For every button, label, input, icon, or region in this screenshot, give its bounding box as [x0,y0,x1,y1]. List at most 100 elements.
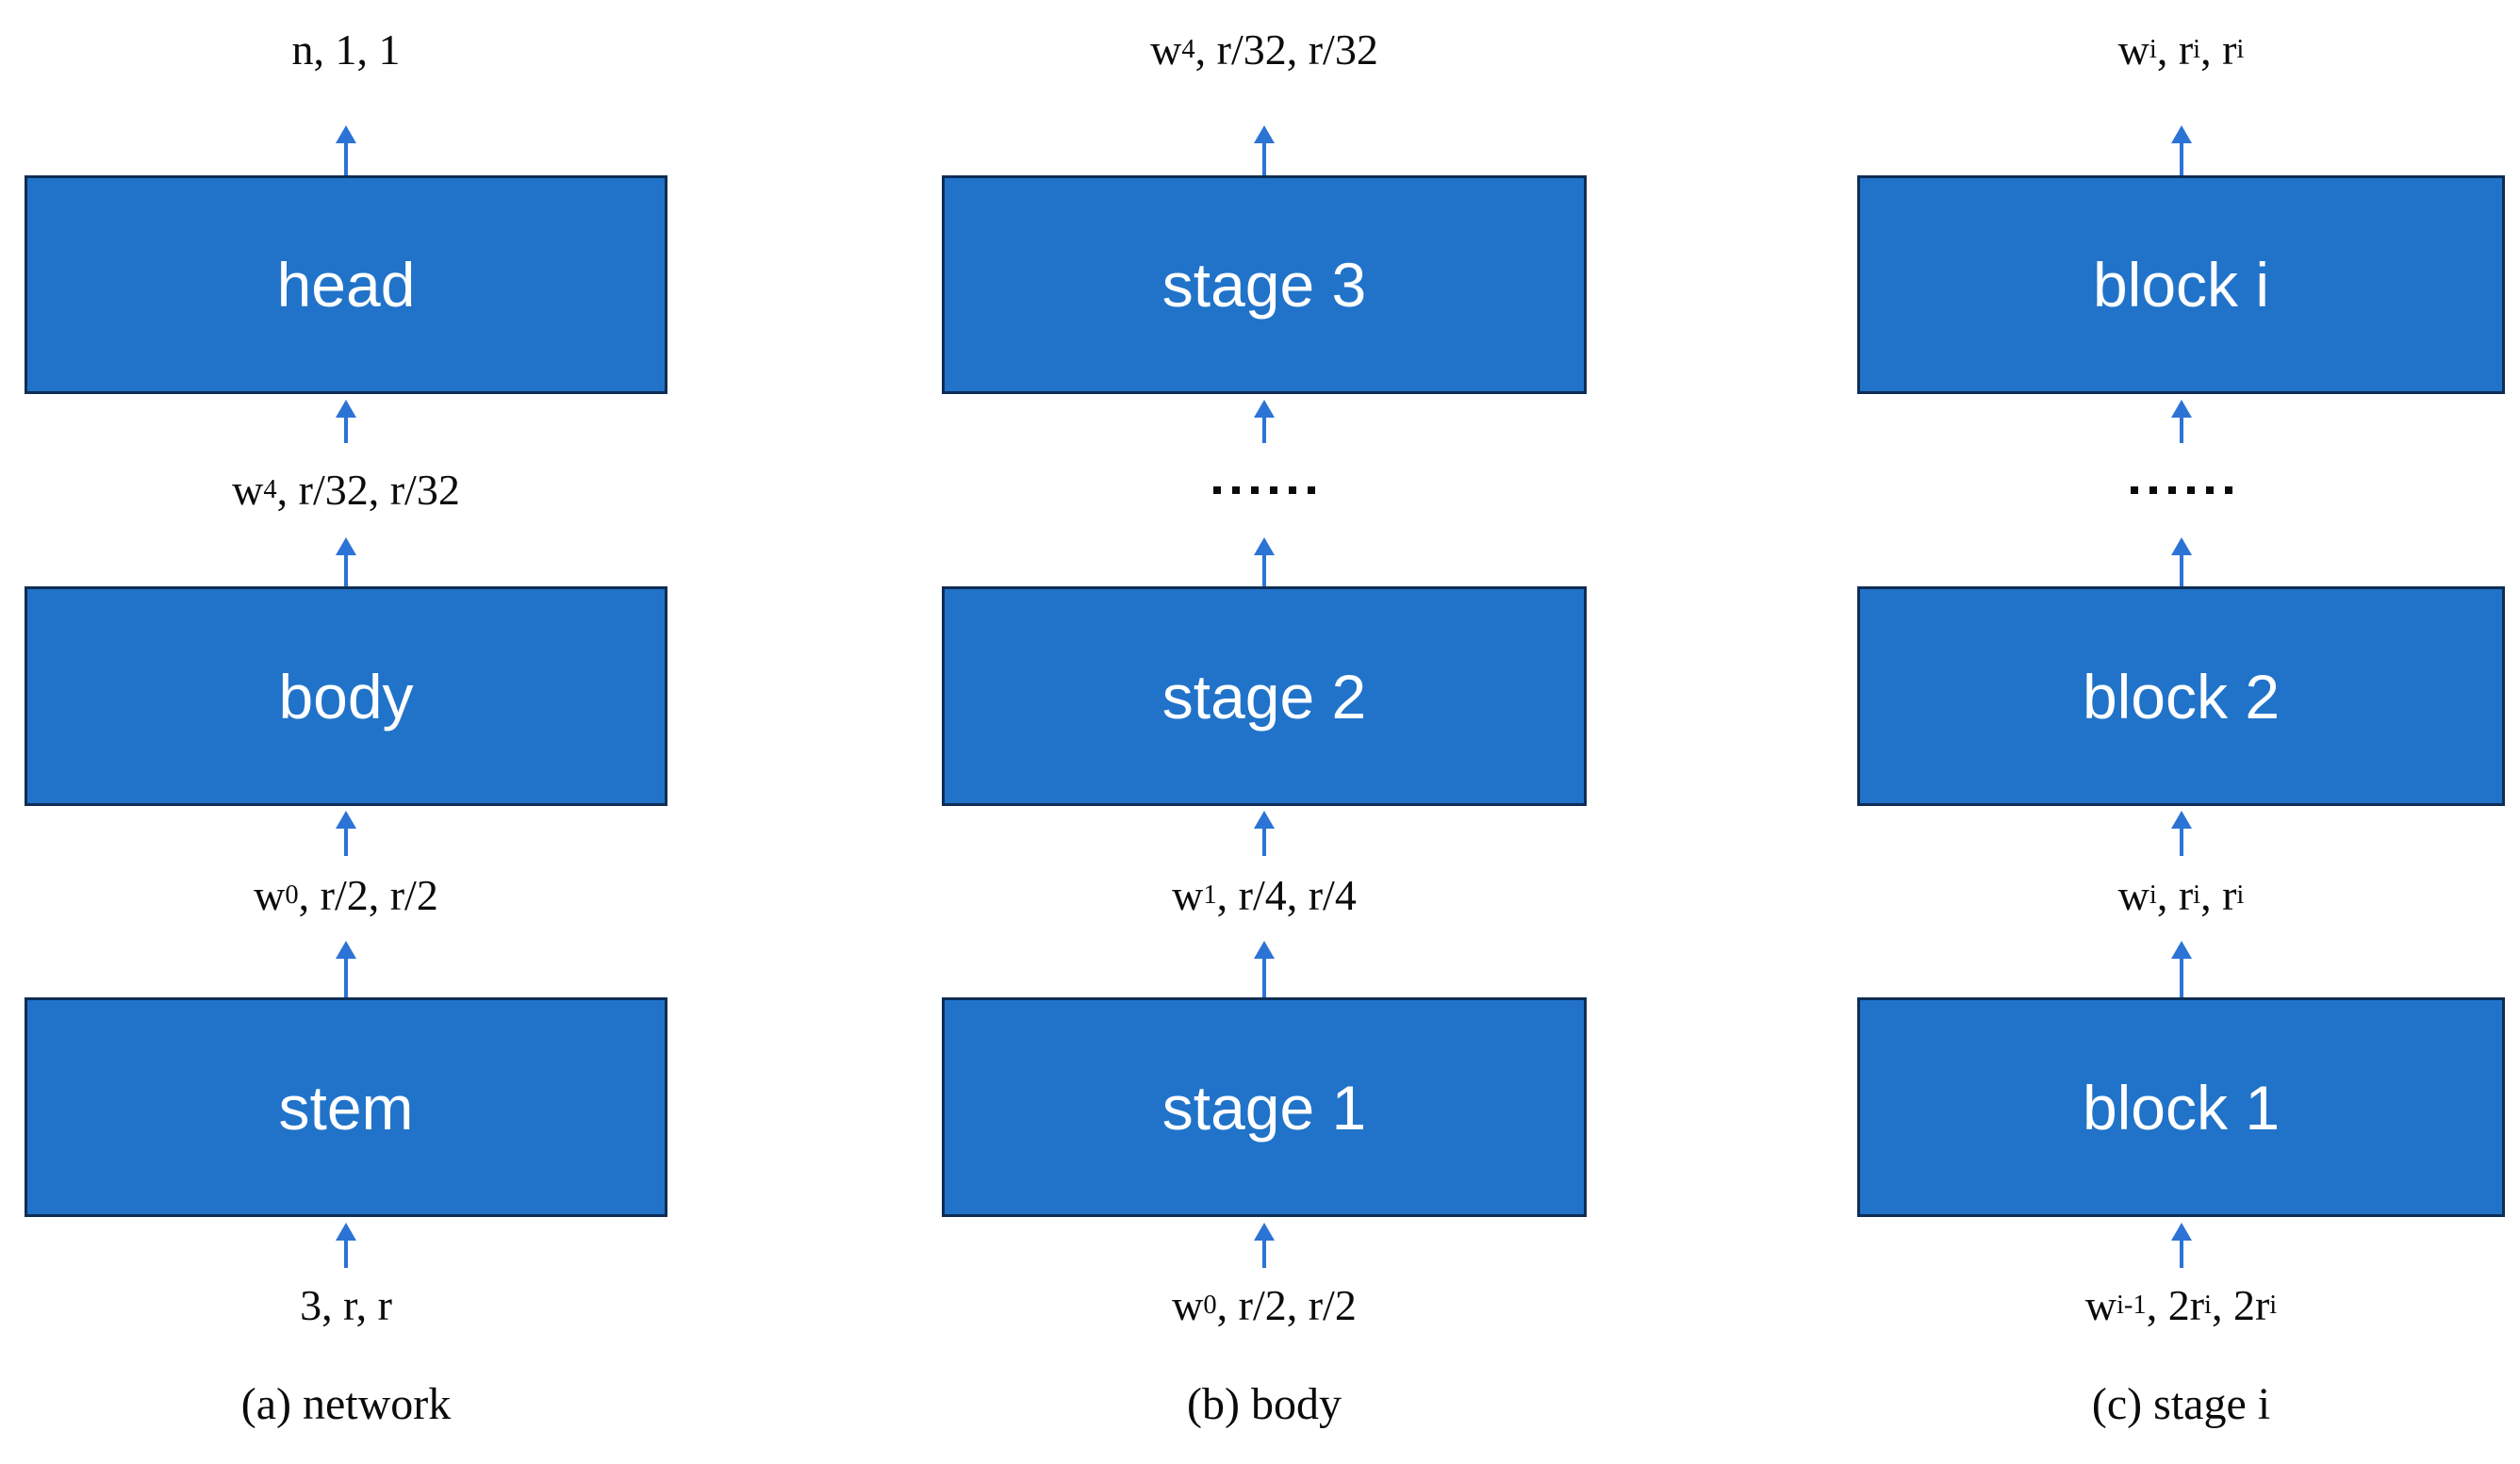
box-stage-3: stage 3 [942,175,1587,394]
dot [2224,486,2232,494]
box-label: body [278,661,414,732]
arrow-shaft [344,143,348,175]
up-arrow-icon [1252,537,1276,586]
box-body: body [25,586,667,806]
arrow-shaft [2179,1241,2183,1268]
dot [2167,486,2176,494]
dot [1289,486,1296,494]
arrowhead-icon [336,941,356,959]
arrowhead-icon [2170,941,2192,959]
arrow-shaft [1262,1241,1266,1268]
arrow-shaft [344,959,348,997]
subfigure-caption: (b) body [1187,1379,1342,1429]
box-stage-2: stage 2 [942,586,1587,806]
arrowhead-icon [336,400,356,418]
up-arrow-icon [1252,125,1276,175]
arrow-shaft [2179,418,2183,443]
dot [2186,486,2195,494]
up-arrow-icon [1252,400,1276,443]
dot [2205,486,2214,494]
arrow-shaft [2179,829,2183,856]
arrowhead-icon [336,811,356,829]
arrow-shaft [1262,959,1266,997]
input-shape-label: 3, r, r [300,1281,392,1329]
box-stem: stem [25,997,667,1217]
up-arrow-icon [2169,125,2194,175]
arrow-shaft [1262,555,1266,586]
arrowhead-icon [2170,125,2192,143]
arrow-shaft [1262,143,1266,175]
arrowhead-icon [2170,811,2192,829]
arrowhead-icon [336,537,356,555]
box-block-i: block i [1857,175,2505,394]
arrowhead-icon [1254,811,1275,829]
up-arrow-icon [334,811,358,856]
arrowhead-icon [1254,400,1275,418]
up-arrow-icon [334,400,358,443]
arrow-shaft [344,418,348,443]
subfigure-caption: (c) stage i [2091,1379,2271,1429]
box-block-1: block 1 [1857,997,2505,1217]
box-block-2: block 2 [1857,586,2505,806]
arrow-shaft [2179,143,2183,175]
arrow-shaft [2179,555,2183,586]
arrowhead-icon [2170,400,2192,418]
arrow-shaft [1262,829,1266,856]
up-arrow-icon [2169,941,2194,997]
ellipsis-dots [942,451,1587,530]
box-label: head [276,250,416,320]
box-label: block 1 [2082,1072,2281,1143]
up-arrow-icon [2169,811,2194,856]
arrow-shaft [344,555,348,586]
arrowhead-icon [1254,1223,1275,1241]
box-label: stage 1 [1161,1072,1367,1143]
arrowhead-icon [2170,537,2192,555]
dot [2149,486,2157,494]
arrow-shaft [1262,418,1266,443]
arrowhead-icon [336,1223,356,1241]
ellipsis-dots [1857,451,2505,530]
arrowhead-icon [336,125,356,143]
up-arrow-icon [334,941,358,997]
box-label: stage 3 [1161,250,1367,320]
dot [1308,486,1315,494]
up-arrow-icon [334,125,358,175]
dot [2130,486,2138,494]
arrow-shaft [2179,959,2183,997]
box-label: block 2 [2082,661,2281,732]
arrowhead-icon [1254,941,1275,959]
dot [1213,486,1221,494]
dot [1270,486,1277,494]
box-label: stage 2 [1161,661,1367,732]
up-arrow-icon [1252,1223,1276,1268]
up-arrow-icon [1252,941,1276,997]
up-arrow-icon [2169,400,2194,443]
up-arrow-icon [1252,811,1276,856]
box-head: head [25,175,667,394]
dot [1232,486,1240,494]
arrow-shaft [344,1241,348,1268]
arrowhead-icon [1254,537,1275,555]
arrow-shaft [344,829,348,856]
dot [1251,486,1259,494]
box-label: stem [278,1072,414,1143]
box-label: block i [2092,250,2270,320]
up-arrow-icon [334,1223,358,1268]
up-arrow-icon [2169,537,2194,586]
up-arrow-icon [2169,1223,2194,1268]
up-arrow-icon [334,537,358,586]
output-shape-label: n, 1, 1 [291,25,401,74]
subfigure-caption: (a) network [240,1379,452,1429]
